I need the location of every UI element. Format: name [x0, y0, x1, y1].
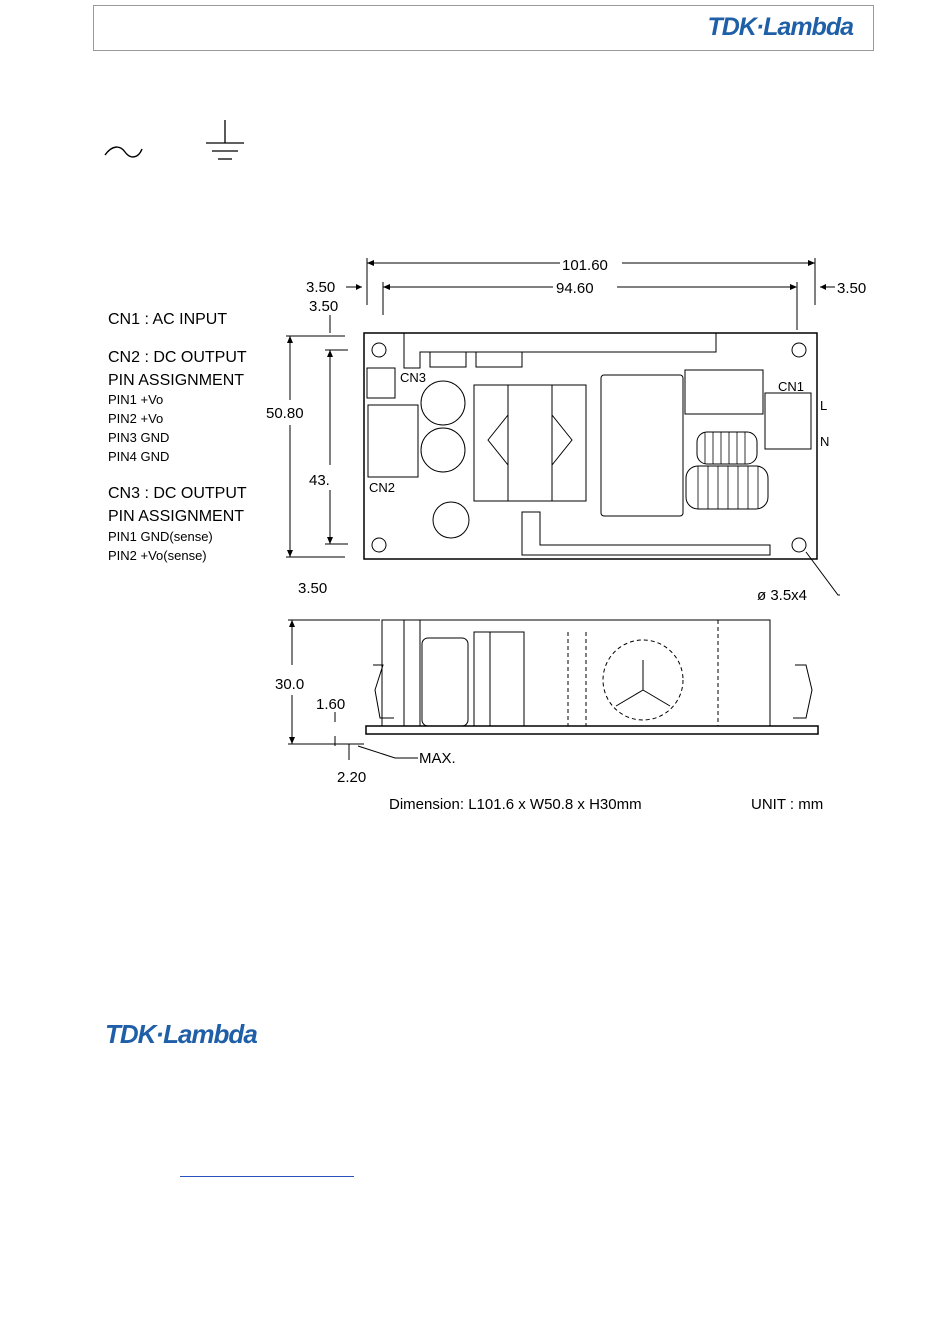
- cn2-title-line1: CN2 : DC OUTPUT: [108, 349, 247, 366]
- dim-bottom-offset: 3.50: [298, 580, 327, 597]
- hole-spec: ø 3.5x4: [757, 587, 807, 604]
- cn2-pin: PIN2 +Vo: [108, 411, 163, 426]
- dim-left-offset: 3.50: [306, 279, 335, 296]
- dim-overall-length: 101.60: [562, 257, 608, 274]
- line-label: L: [820, 398, 827, 413]
- cn2-pin: PIN4 GND: [108, 449, 169, 464]
- unit-caption: UNIT : mm: [751, 796, 823, 813]
- dim-height: 30.0: [275, 676, 304, 693]
- max-label: MAX.: [419, 750, 456, 767]
- dim-top-offset: 3.50: [309, 298, 338, 315]
- cn2-label: CN2: [369, 480, 395, 495]
- cn3-pin: PIN1 GND(sense): [108, 529, 213, 544]
- cn2-pin: PIN1 +Vo: [108, 392, 163, 407]
- footer-logo: TDK·Lambda: [105, 1019, 257, 1050]
- cn2-title-line2: PIN ASSIGNMENT: [108, 372, 244, 389]
- dimension-caption: Dimension: L101.6 x W50.8 x H30mm: [389, 796, 642, 813]
- cn3-pin: PIN2 +Vo(sense): [108, 548, 207, 563]
- cn1-title: CN1 : AC INPUT: [108, 311, 227, 328]
- dim-pin-height: 1.60: [316, 696, 345, 713]
- cn3-title-line1: CN3 : DC OUTPUT: [108, 485, 247, 502]
- hyperlink-underline[interactable]: [180, 1176, 354, 1177]
- dim-hole-spacing-length: 94.60: [556, 280, 594, 297]
- cn3-label: CN3: [400, 370, 426, 385]
- cn1-label: CN1: [778, 379, 804, 394]
- dim-hole-spacing-width: 43.: [309, 472, 330, 489]
- dim-overall-width: 50.80: [266, 405, 304, 422]
- dim-right-offset: 3.50: [837, 280, 866, 297]
- cn3-title-line2: PIN ASSIGNMENT: [108, 508, 244, 525]
- dim-pin-max: 2.20: [337, 769, 366, 786]
- neutral-label: N: [820, 434, 829, 449]
- cn2-pin: PIN3 GND: [108, 430, 169, 445]
